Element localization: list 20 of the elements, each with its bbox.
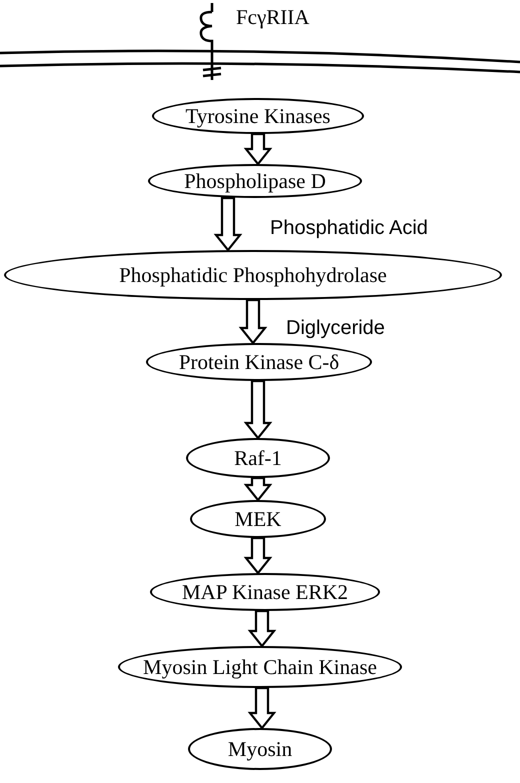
enzyme-name: Tyrosine Kinases — [186, 106, 330, 126]
hollow-arrow — [238, 298, 268, 345]
receptor-label: FcγRIIA — [236, 7, 310, 28]
enzyme-name: Phosphatidic Phosphohydrolase — [119, 264, 387, 286]
enzyme-name: Phospholipase D — [184, 170, 326, 192]
edge-label: Phosphatidic Acid — [270, 218, 428, 238]
hollow-arrow — [248, 610, 276, 648]
hollow-arrow — [244, 380, 272, 440]
edge-label: Diglyceride — [286, 318, 385, 338]
enzyme-name: Protein Kinase C-δ — [178, 352, 340, 372]
hollow-arrow — [244, 476, 272, 502]
hollow-arrow — [244, 132, 272, 166]
enzyme-name: Raf-1 — [234, 448, 282, 468]
enzyme-name: Myosin — [228, 738, 292, 760]
enzyme-name: MAP Kinase ERK2 — [182, 582, 348, 602]
hollow-arrow — [214, 196, 242, 252]
enzyme-name: Myosin Light Chain Kinase — [143, 656, 377, 678]
hollow-arrow — [248, 686, 276, 730]
hollow-arrow — [244, 536, 272, 575]
enzyme-name: MEK — [234, 508, 282, 530]
